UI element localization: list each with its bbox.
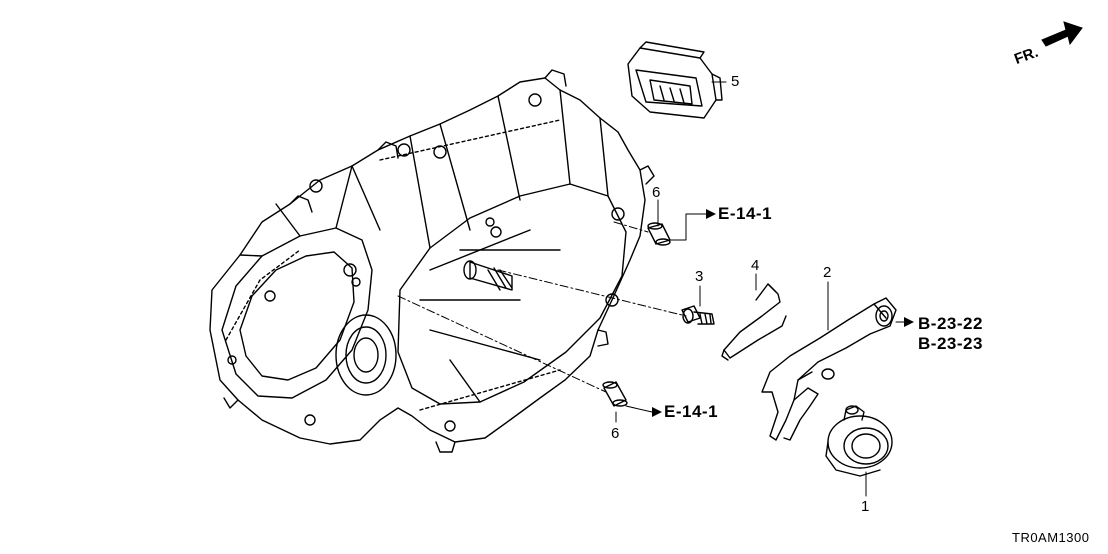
reference-e-14-1-lower[interactable]: E-14-1 [664, 402, 719, 421]
callout-part-6-upper: 6 [652, 184, 661, 201]
diagram-code: TR0AM1300 [1012, 530, 1090, 545]
reference-e-14-1-upper[interactable]: E-14-1 [718, 204, 773, 223]
front-direction-arrow-icon [1041, 21, 1083, 47]
callout-part-4: 4 [751, 257, 760, 274]
reference-b-23-22[interactable]: B-23-22 [918, 314, 983, 333]
reference-b-23-23[interactable]: B-23-23 [918, 334, 983, 353]
callout-part-6-lower: 6 [611, 425, 620, 442]
dowel-pin-upper [647, 222, 671, 246]
spring-clip [721, 283, 787, 361]
release-fork [761, 297, 897, 441]
release-bearing [825, 405, 893, 477]
dowel-pin-lower [602, 381, 628, 407]
transmission-housing [209, 69, 655, 453]
boot-part [627, 41, 723, 119]
reference-arrows [652, 209, 914, 417]
callout-part-3: 3 [695, 268, 704, 285]
callout-part-1: 1 [861, 498, 870, 515]
bolt-part [681, 305, 715, 325]
callout-part-5: 5 [731, 73, 740, 90]
leader-lines [397, 81, 909, 497]
callout-part-2: 2 [823, 264, 832, 281]
